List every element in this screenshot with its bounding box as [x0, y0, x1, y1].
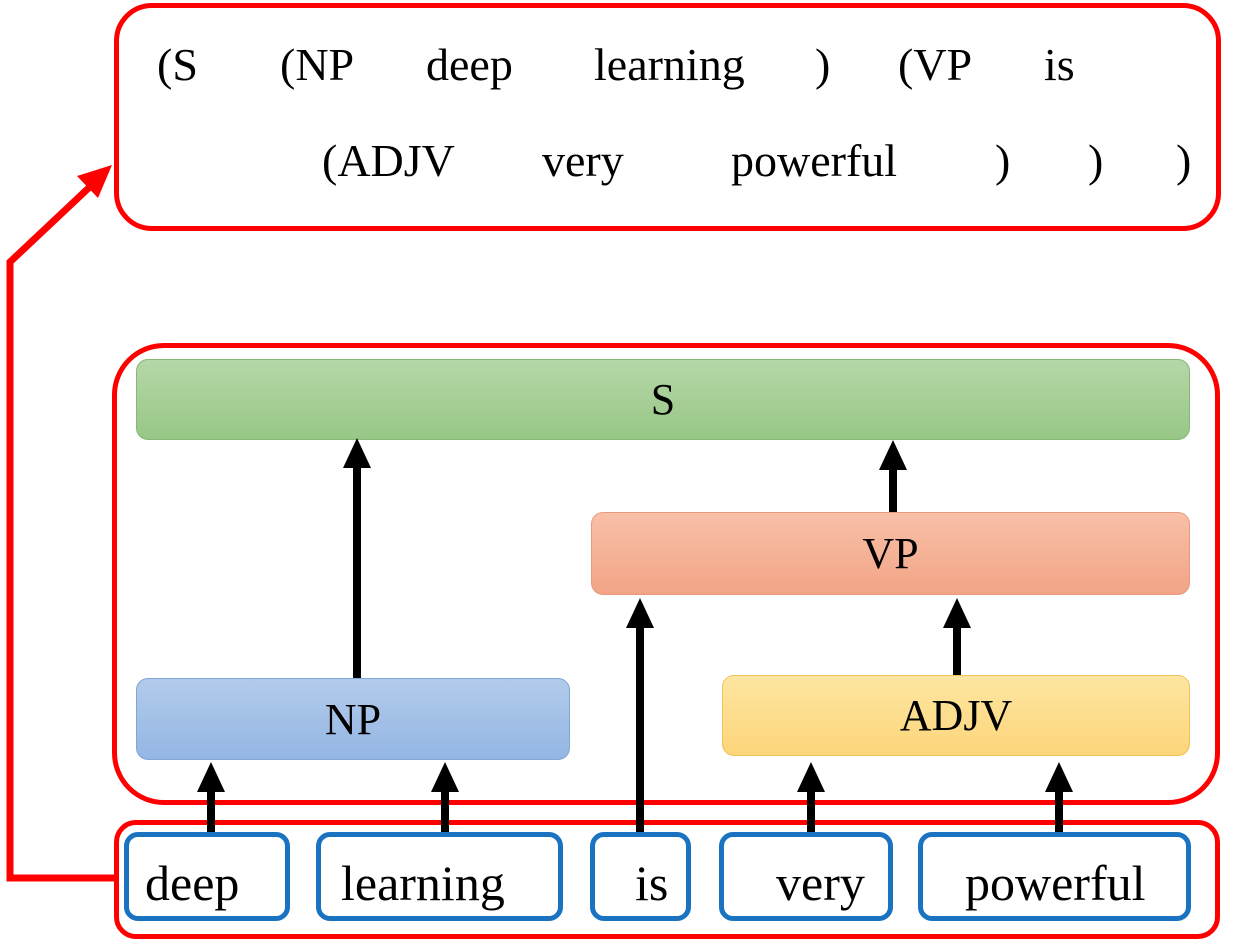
arrowhead — [343, 438, 371, 468]
bracket-token: ) — [815, 39, 831, 90]
arrowhead — [1045, 762, 1073, 792]
word-deep: deep — [145, 855, 240, 911]
tree-node-np: NP — [136, 678, 570, 760]
red-connector-arrow — [6, 179, 114, 882]
word-box-is: is — [590, 832, 691, 921]
tree-node-np-label: NP — [324, 694, 382, 744]
word-is: is — [635, 855, 669, 911]
parse-tree-box — [112, 343, 1220, 805]
arrowhead — [626, 598, 654, 628]
bracket-token: (ADJV — [322, 135, 455, 186]
tree-node-adjv: ADJV — [722, 675, 1190, 756]
word-box-deep: deep — [124, 832, 290, 921]
bracket-token: (NP — [280, 39, 355, 90]
bracket-token: very — [542, 135, 624, 186]
bracket-token: ) — [995, 135, 1011, 186]
bracket-token: powerful — [731, 135, 898, 186]
arrowhead — [197, 762, 225, 792]
tree-node-vp: VP — [591, 512, 1190, 595]
arrowhead — [797, 762, 825, 792]
tree-node-adjv-label: ADJV — [899, 691, 1013, 740]
word-box-powerful: powerful — [918, 832, 1191, 921]
word-box-very: very — [719, 832, 893, 921]
bracket-token: ) — [1088, 135, 1104, 186]
arrowhead — [431, 762, 459, 792]
bracket-token: (S — [157, 39, 198, 90]
arrowhead — [879, 440, 907, 470]
tree-node-s-label: S — [650, 375, 676, 424]
word-very: very — [776, 855, 865, 911]
word-powerful: powerful — [965, 855, 1146, 911]
bracket-token: deep — [426, 39, 513, 90]
bracket-token: is — [1044, 39, 1075, 90]
bracket-token: learning — [594, 39, 745, 90]
word-box-learning: learning — [316, 832, 563, 921]
bracket-notation-box — [114, 3, 1221, 231]
bracket-token: ) — [1176, 135, 1192, 186]
arrowhead — [943, 598, 971, 628]
tree-node-s: S — [136, 359, 1190, 440]
word-learning: learning — [341, 855, 505, 911]
red-arrowhead — [77, 165, 112, 198]
sentence-box — [114, 820, 1220, 939]
bracket-token: (VP — [898, 39, 973, 90]
tree-node-vp-label: VP — [862, 529, 919, 578]
